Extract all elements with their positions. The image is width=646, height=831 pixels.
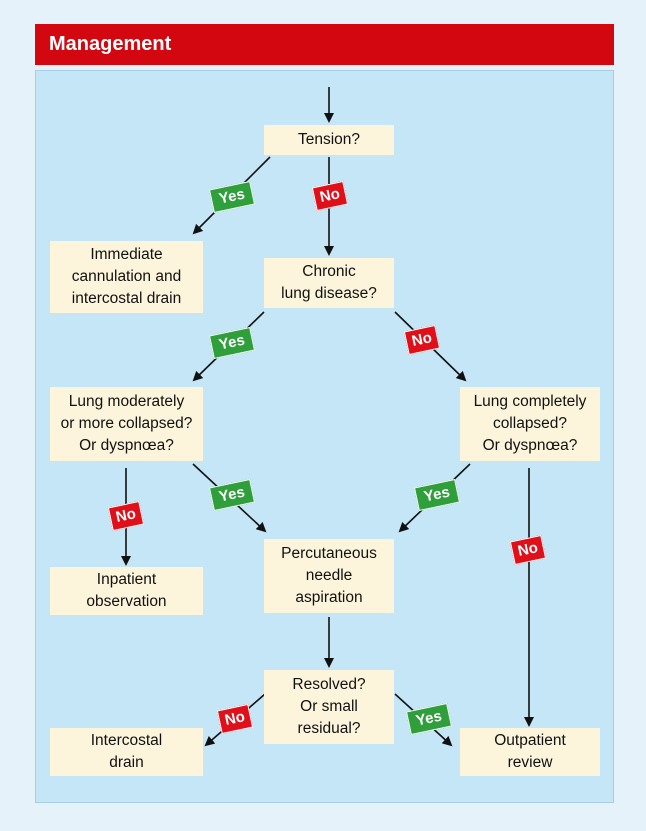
immediate-line-1: Immediate xyxy=(90,246,163,263)
resolved-line-2: Or small xyxy=(300,698,358,715)
moderate-line-1: Lung moderately xyxy=(68,393,185,410)
outpatient-line-1: Outpatient xyxy=(494,732,566,749)
moderate-box: Lung moderately or more collapsed? Or dy… xyxy=(50,387,203,461)
immediate-box: Immediate cannulation and intercostal dr… xyxy=(50,241,203,313)
aspiration-line-1: Percutaneous xyxy=(281,545,377,562)
immediate-line-2: cannulation and xyxy=(71,268,182,285)
resolved-box: Resolved? Or small residual? xyxy=(264,670,394,744)
resolved-line-3: residual? xyxy=(297,720,361,737)
inpatient-line-1: Inpatient xyxy=(96,571,157,588)
section-header: Management xyxy=(35,24,614,65)
tension-text: Tension? xyxy=(297,131,361,148)
complete-line-1: Lung completely xyxy=(473,393,587,410)
immediate-line-3: intercostal drain xyxy=(71,290,182,307)
outpatient-line-2: review xyxy=(507,754,553,771)
drain-line-2: drain xyxy=(109,754,144,771)
aspiration-box: Percutaneous needle aspiration xyxy=(264,539,394,613)
complete-box: Lung completely collapsed? Or dyspnœa? xyxy=(460,387,600,461)
chronic-box: Chronic lung disease? xyxy=(264,258,394,308)
inpatient-box: Inpatient observation xyxy=(50,567,203,615)
drain-line-1: Intercostal xyxy=(90,732,163,749)
complete-line-2: collapsed? xyxy=(492,415,568,432)
moderate-line-3: Or dyspnœa? xyxy=(79,437,174,454)
moderate-line-2: or more collapsed? xyxy=(60,415,193,432)
drain-box: Intercostal drain xyxy=(50,728,203,776)
complete-line-3: Or dyspnœa? xyxy=(482,437,578,454)
aspiration-line-2: needle xyxy=(305,567,353,584)
chronic-line-1: Chronic xyxy=(302,263,356,280)
chronic-line-2: lung disease? xyxy=(281,285,377,302)
inpatient-line-2: observation xyxy=(86,593,167,610)
tension-box: Tension? xyxy=(264,125,394,155)
outpatient-box: Outpatient review xyxy=(460,728,600,776)
aspiration-line-3: aspiration xyxy=(295,589,363,606)
resolved-line-1: Resolved? xyxy=(292,676,366,693)
